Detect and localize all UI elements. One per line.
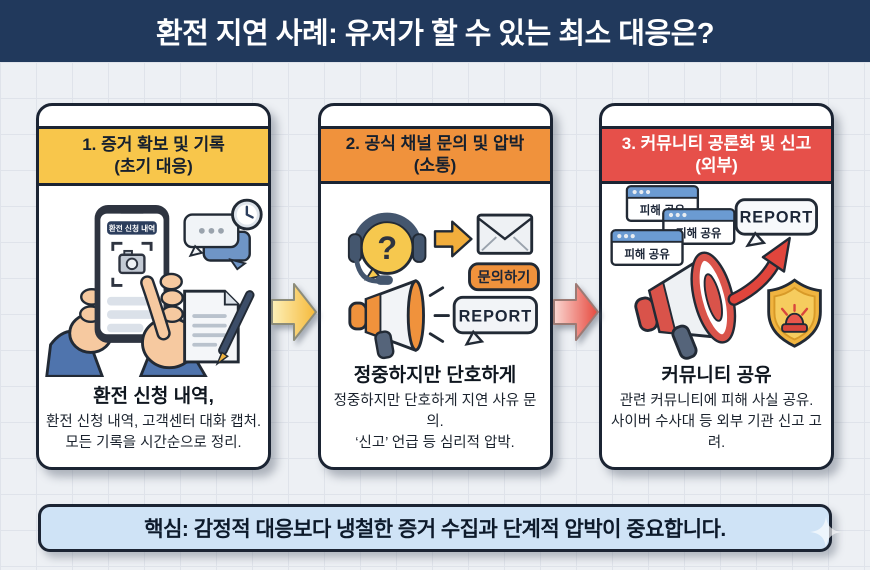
step3-body: 커뮤니티 공유 관련 커뮤니티에 피해 사실 공유. 사이버 수사대 등 외부 … bbox=[602, 360, 831, 467]
step3-header-line1: 3. 커뮤니티 공론화 및 신고 bbox=[621, 134, 812, 154]
red-arrow-right-icon bbox=[552, 282, 599, 341]
window-label-3: 피해 공유 bbox=[624, 247, 670, 261]
step1-illustration: 환전 신청 내역 bbox=[39, 186, 268, 381]
step-card-2: 2. 공식 채널 문의 및 압박 (소통) ? bbox=[317, 103, 553, 470]
alert-shield-icon bbox=[767, 278, 822, 348]
phone-screen-label: 환전 신청 내역 bbox=[109, 223, 155, 233]
inquiry-button: 문의하기 bbox=[467, 262, 540, 292]
step2-header: 2. 공식 채널 문의 및 압박 (소통) bbox=[320, 126, 550, 184]
card2-top-spacer bbox=[321, 106, 550, 126]
step3-body-title: 커뮤니티 공유 bbox=[661, 364, 772, 386]
step2-header-line1: 2. 공식 채널 문의 및 압박 bbox=[345, 134, 525, 154]
step-card-3: 3. 커뮤니티 공론화 및 신고 (외부) 피해 공유 bbox=[599, 103, 834, 470]
step3-body-line1: 관련 커뮤니티에 피해 사실 공유. bbox=[619, 392, 814, 409]
capture-frame-icon bbox=[111, 242, 153, 288]
steps-row: 1. 증거 확보 및 기록 (초기 대응) bbox=[36, 103, 834, 470]
step2-body: 정중하지만 단호하게 정중하지만 단호하게 지연 사유 문의. ‘신고’ 언급 … bbox=[321, 360, 550, 467]
camera-icon bbox=[118, 250, 146, 275]
key-message-text: 핵심: 감정적 대응보다 냉철한 증거 수집과 단계적 압박이 중요합니다. bbox=[144, 518, 726, 541]
arrow-gap-1 bbox=[271, 103, 318, 470]
pointing-finger-icon bbox=[138, 272, 208, 378]
curved-arrow-icon bbox=[727, 236, 791, 306]
step1-header: 1. 증거 확보 및 기록 (초기 대응) bbox=[39, 126, 268, 186]
small-arrow-right-icon bbox=[433, 220, 473, 258]
step3-body-line2: 사이버 수사대 등 외부 기관 신고 고려. bbox=[611, 413, 822, 451]
page-title: 환전 지연 사례: 유저가 할 수 있는 최소 대응은? bbox=[155, 18, 715, 50]
card3-top-spacer bbox=[602, 106, 831, 126]
browser-window-icon: 피해 공유 bbox=[610, 229, 684, 267]
step2-body-line1: 정중하지만 단호하게 지연 사유 문의. bbox=[333, 392, 537, 430]
card1-top-spacer bbox=[39, 106, 268, 126]
step-card-1: 1. 증거 확보 및 기록 (초기 대응) bbox=[36, 103, 271, 470]
siren-icon bbox=[780, 303, 809, 333]
step1-body-title: 환전 신청 내역, bbox=[93, 385, 214, 407]
official-channel-illustration: ? bbox=[347, 212, 540, 360]
sparkle-watermark-icon bbox=[810, 516, 842, 548]
report-bubble-icon: REPORT bbox=[452, 295, 538, 346]
step3-header-line2: (외부) bbox=[695, 156, 738, 175]
envelope-icon bbox=[476, 213, 533, 255]
step1-body-line2: 모든 기록을 시간순으로 정리. bbox=[65, 434, 242, 451]
step3-header: 3. 커뮤니티 공론화 및 신고 (외부) bbox=[602, 126, 831, 184]
question-mark-glyph: ? bbox=[377, 230, 397, 266]
step2-body-line2: ‘신고’ 언급 등 심리적 압박. bbox=[355, 434, 515, 451]
red-megaphone-icon bbox=[634, 251, 737, 360]
report-label: REPORT bbox=[458, 307, 532, 325]
report-bubble-icon: REPORT bbox=[734, 198, 818, 248]
evidence-capture-illustration: 환전 신청 내역 bbox=[45, 198, 263, 378]
window-label-2: 피해 공유 bbox=[676, 226, 722, 240]
step1-body: 환전 신청 내역, 환전 신청 내역, 고객센터 대화 캡처. 모든 기록을 시… bbox=[39, 381, 268, 467]
arrow-gap-2 bbox=[552, 103, 600, 470]
step1-header-line2: (초기 대응) bbox=[114, 156, 193, 176]
yellow-arrow-right-icon bbox=[271, 282, 318, 341]
chat-bubbles-icon bbox=[183, 213, 251, 271]
step3-illustration: 피해 공유 피해 공유 피해 공유 bbox=[602, 184, 831, 360]
clock-icon bbox=[231, 198, 263, 231]
pen-icon bbox=[215, 290, 255, 367]
step2-body-title: 정중하지만 단호하게 bbox=[353, 364, 517, 386]
sound-lines-icon bbox=[428, 286, 450, 343]
step2-illustration: ? bbox=[321, 184, 550, 360]
customer-support-headset-icon: ? bbox=[347, 212, 426, 285]
step2-header-line2: (소통) bbox=[413, 156, 457, 175]
community-report-illustration: 피해 공유 피해 공유 피해 공유 bbox=[610, 185, 822, 360]
inquiry-button-label: 문의하기 bbox=[477, 268, 530, 286]
title-banner: 환전 지연 사례: 유저가 할 수 있는 최소 대응은? bbox=[0, 0, 870, 62]
key-message-banner: 핵심: 감정적 대응보다 냉철한 증거 수집과 단계적 압박이 중요합니다. bbox=[38, 504, 832, 552]
step1-header-line1: 1. 증거 확보 및 기록 bbox=[82, 135, 225, 154]
report-label: REPORT bbox=[740, 209, 814, 227]
megaphone-icon bbox=[347, 279, 450, 360]
step1-body-line1: 환전 신청 내역, 고객센터 대화 캡처. bbox=[46, 413, 261, 430]
